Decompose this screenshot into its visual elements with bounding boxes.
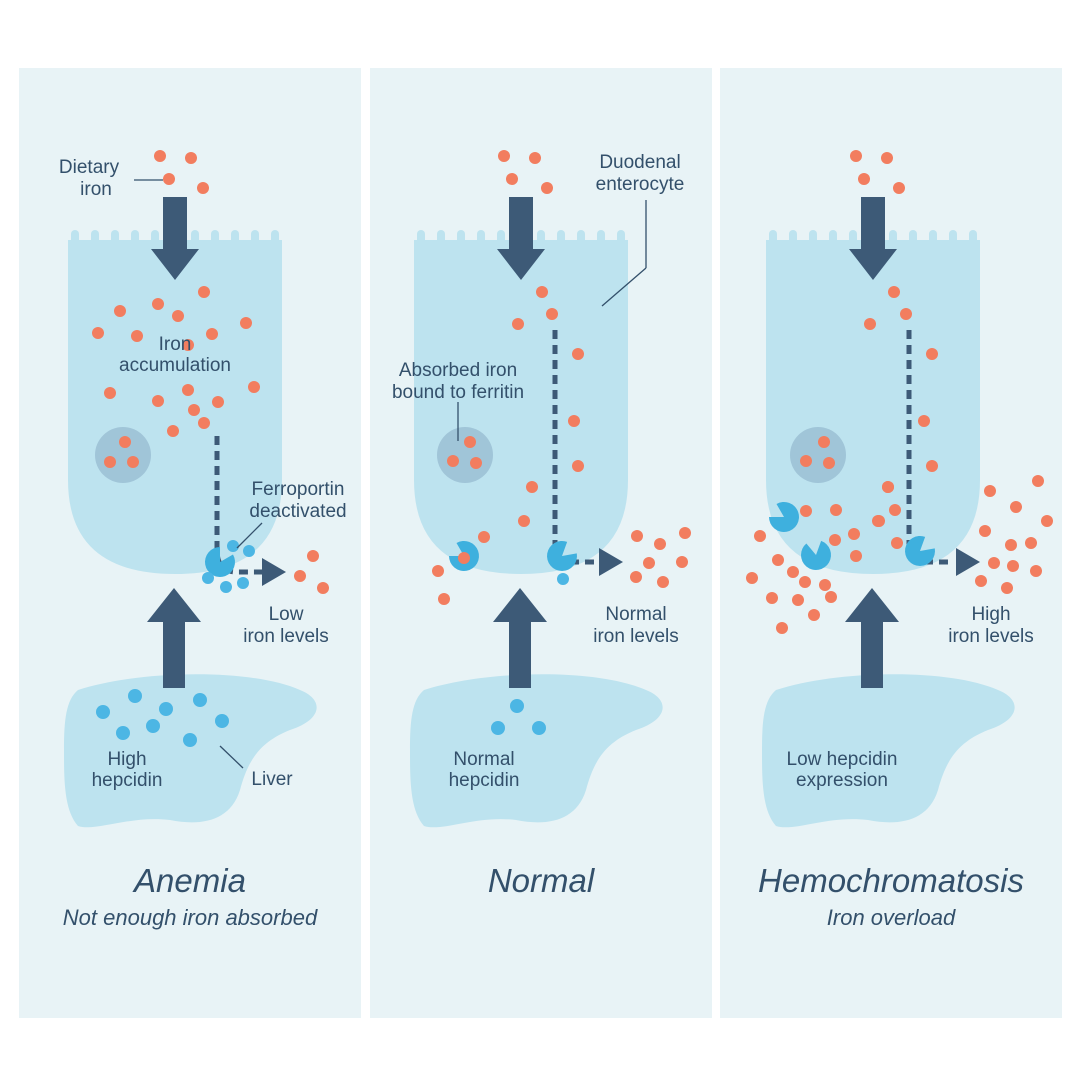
iron-export-arrowhead [599, 548, 623, 576]
exported-iron-dots [746, 475, 1053, 634]
enterocyte-label-line2: enterocyte [596, 174, 685, 195]
panel-anemia: Dietary iron Iron accumulation Ferroport… [19, 68, 361, 1018]
panel-title: Anemia [132, 862, 246, 899]
duodenal-enterocyte-cell [68, 230, 282, 574]
dietary-iron-dots [850, 150, 905, 194]
ferritin-vesicle [790, 427, 846, 483]
exported-iron-dots [432, 527, 691, 605]
blood-iron-dots [294, 550, 329, 594]
enterocyte-label-line1: Duodenal [599, 152, 680, 173]
liver-label: Liver [251, 769, 293, 790]
ferritin-label-line2: bound to ferritin [392, 382, 524, 403]
iron-levels-label-line1: Normal [605, 604, 666, 625]
iron-levels-label-line1: High [971, 604, 1010, 625]
panel-subtitle: Iron overload [827, 905, 956, 930]
hepcidin-label-line1: Normal [453, 749, 514, 770]
hepcidin-label-line2: hepcidin [449, 770, 520, 791]
hepcidin-dots [96, 689, 229, 747]
iron-levels-label-line1: Low [269, 604, 304, 625]
hepcidin-label-line1: Low hepcidin [787, 749, 898, 770]
ferritin-vesicle [95, 427, 151, 483]
accumulated-iron-dots [92, 286, 260, 437]
panel-hemochromatosis: High iron levels Low hepcidin expression… [720, 68, 1062, 1018]
iron-levels-label-line2: iron levels [948, 626, 1034, 647]
ferritin-label-line1: Absorbed iron [399, 360, 517, 381]
ferroportin-label-line1: Ferroportin [252, 479, 345, 500]
hepcidin-dots [491, 699, 546, 735]
cell-state-label-line1: Iron [159, 334, 192, 355]
panel-normal: Duodenal enterocyte Absorbed iron bound … [370, 68, 712, 1018]
bound-hepcidin-dots [202, 540, 255, 593]
ferroportin-label-line2: deactivated [249, 501, 346, 522]
iron-levels-label-line2: iron levels [243, 626, 329, 647]
panel-subtitle: Not enough iron absorbed [63, 905, 318, 930]
ferroportin-leader [236, 522, 263, 549]
panel-title: Hemochromatosis [758, 862, 1024, 899]
hepcidin-label-line2: expression [796, 770, 888, 791]
enterocyte-leader [601, 267, 647, 307]
iron-export-arrowhead [262, 558, 286, 586]
dietary-iron-dots [498, 150, 553, 194]
iron-export-arrowhead [956, 548, 980, 576]
liver-leader [219, 745, 244, 769]
hepcidin-label-line2: hepcidin [92, 770, 163, 791]
ferritin-vesicle [437, 427, 493, 483]
absorbed-iron-dots [512, 286, 584, 527]
hepcidin-label-line1: High [107, 749, 146, 770]
hepcidin-at-ferroportin-dot [557, 573, 569, 585]
dietary-iron-label-line2: iron [80, 179, 112, 200]
dietary-iron-dots [154, 150, 209, 194]
cell-state-label-line2: accumulation [119, 355, 231, 376]
panel-title: Normal [488, 862, 596, 899]
dietary-iron-label-line1: Dietary [59, 157, 120, 178]
iron-levels-label-line2: iron levels [593, 626, 679, 647]
